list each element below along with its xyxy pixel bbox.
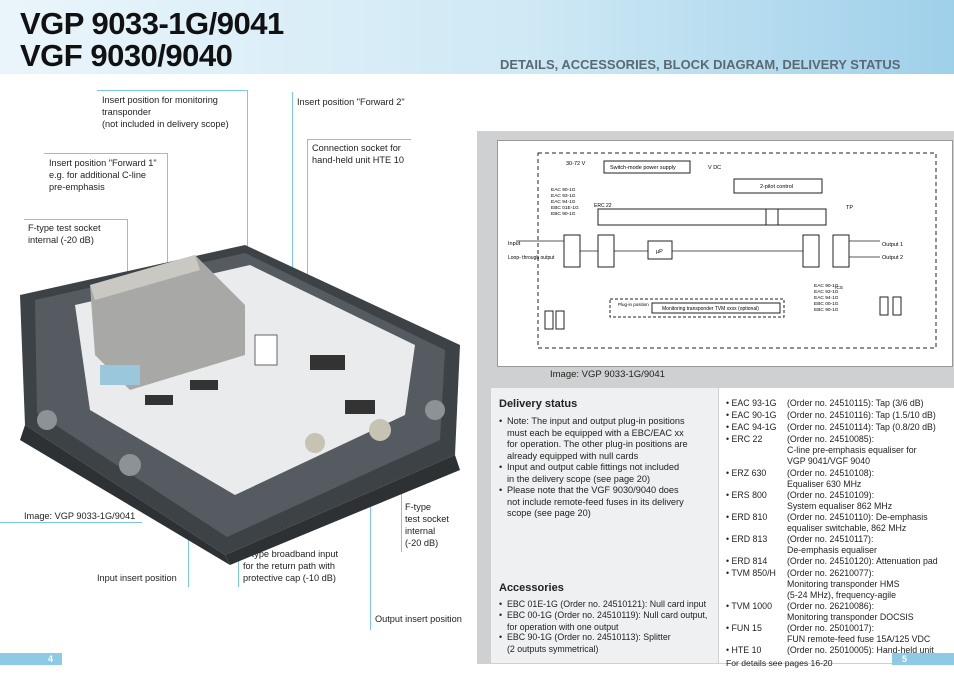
diagram-erc: ERC 22 <box>594 203 612 209</box>
device-photo <box>20 245 460 565</box>
svg-text:EAC 93-1G: EAC 93-1G <box>814 289 839 295</box>
callout-line <box>307 139 411 140</box>
accessory-item: •EBC 90-1G (Order no. 24510113): Splitte… <box>499 632 671 654</box>
svg-text:EBC 01E-1G: EBC 01E-1G <box>551 205 579 211</box>
diagram-output2: Output 2 <box>882 255 903 261</box>
order-list: • EAC 93-1G(Order no. 24510115): Tap (3/… <box>719 388 954 663</box>
image-caption-left: Image: VGP 9033-1G/9041 <box>24 511 136 521</box>
svg-text:EBC 90-1G: EBC 90-1G <box>814 307 839 313</box>
callout-output-insert: Output insert position <box>375 614 462 624</box>
callout-line <box>247 90 248 270</box>
diagram-monitoring: Monitoring transponder TVM xxxx (optiona… <box>662 306 759 312</box>
svg-text:EAC 90-1G: EAC 90-1G <box>814 283 839 289</box>
callout-line <box>167 153 168 263</box>
diagram-output1: Output 1 <box>882 242 903 248</box>
callout-line <box>401 440 402 552</box>
accessories-heading: Accessories <box>499 582 564 594</box>
page-title: VGP 9033-1G/9041 VGF 9030/9040 <box>20 8 284 72</box>
callout-forward1: Insert position "Forward 1" e.g. for add… <box>49 158 157 192</box>
delivery-item: •Input and output cable fittings not inc… <box>499 462 680 484</box>
page-number-right: 5 <box>892 653 954 665</box>
callout-line <box>292 92 293 282</box>
svg-text:EAC 93-1G: EAC 93-1G <box>551 193 576 199</box>
callout-input-insert: Input insert position <box>97 573 177 583</box>
svg-text:EAC 94-1G: EAC 94-1G <box>551 199 576 205</box>
page-header <box>0 0 954 74</box>
diagram-input: Input <box>508 241 521 247</box>
diagram-vdc: V DC <box>708 165 721 171</box>
callout-line <box>97 90 247 91</box>
block-diagram: 30-72 V Switch-mode power supply V DC 2-… <box>497 140 953 367</box>
callout-line <box>44 153 167 154</box>
svg-text:EBC 00-1G: EBC 00-1G <box>814 301 839 307</box>
callout-monitoring: Insert position for monitoring transpond… <box>102 95 229 129</box>
diagram-voltage: 30-72 V <box>566 161 586 167</box>
callout-line <box>370 470 371 630</box>
svg-text:EAC 90-1G: EAC 90-1G <box>551 187 576 193</box>
diagram-right-list: EAC 90-1G EAC 93-1G EAC 94-1G EBC 00-1G … <box>814 283 839 313</box>
title-line-2: VGF 9030/9040 <box>20 38 233 73</box>
callout-ftype-left: F-type test socket internal (-20 dB) <box>28 223 101 245</box>
callout-line <box>0 522 142 523</box>
diagram-ics: ICS <box>835 285 843 291</box>
accessory-item: •EBC 01E-1G (Order no. 24510121): Null c… <box>499 599 707 609</box>
callout-broadband: F-type broadband input for the return pa… <box>243 549 339 583</box>
diagram-loop: Loop- through output <box>508 255 555 261</box>
svg-text:EBC 90-1G: EBC 90-1G <box>551 211 576 217</box>
callout-line <box>127 219 128 284</box>
callout-connection: Connection socket for hand-held unit HTE… <box>312 143 404 165</box>
delivery-heading: Delivery status <box>499 398 578 410</box>
diagram-caption: Image: VGP 9033-1G/9041 <box>550 369 665 380</box>
accessory-item: •EBC 00-1G (Order no. 24510119): Null ca… <box>499 610 708 632</box>
diagram-pilot: 2-pilot control <box>760 184 793 190</box>
page-subtitle: DETAILS, ACCESSORIES, BLOCK DIAGRAM, DEL… <box>500 57 901 72</box>
diagram-up: µP <box>656 249 663 255</box>
delivery-item: •Note: The input and output plug-in posi… <box>499 416 688 461</box>
callout-line <box>307 139 308 289</box>
callout-line <box>24 219 128 220</box>
diagram-psu: Switch-mode power supply <box>610 165 676 171</box>
callout-forward2: Insert position "Forward 2" <box>297 97 405 107</box>
footer-details: For details see pages 16-20 <box>726 658 833 668</box>
svg-text:EAC 94-1G: EAC 94-1G <box>814 295 839 301</box>
delivery-item: •Please note that the VGF 9030/9040 does… <box>499 485 684 519</box>
callout-ftype-right: F-type test socket internal (-20 dB) <box>405 502 449 548</box>
diagram-plugin: Plug-in position <box>618 302 649 307</box>
delivery-box: Delivery status •Note: The input and out… <box>491 388 718 663</box>
diagram-tp: TP <box>846 205 853 211</box>
callout-line <box>188 520 189 587</box>
title-line-1: VGP 9033-1G/9041 <box>20 6 284 41</box>
page-number-left: 4 <box>0 653 62 665</box>
diagram-left-list: EAC 90-1G EAC 93-1G EAC 94-1G EBC 01E-1G… <box>551 187 579 217</box>
